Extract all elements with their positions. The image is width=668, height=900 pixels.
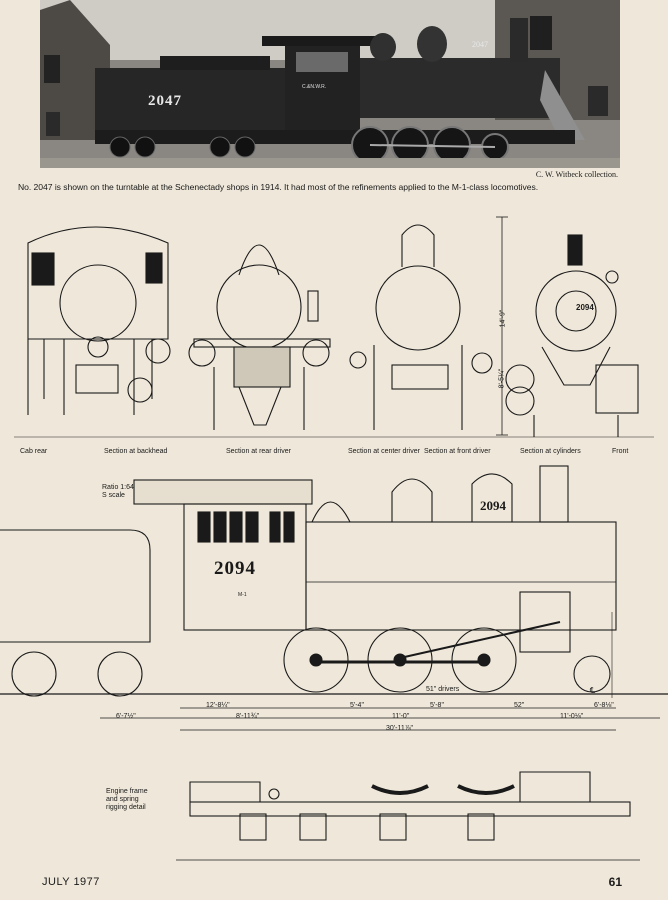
photo-caption: No. 2047 is shown on the turntable at th… [18,182,539,192]
dim-row2-d: 11'-0⅛" [560,713,584,720]
dim-row3-a: 30'-11⅞" [386,725,414,732]
tender-number: 2047 [148,93,182,109]
dim-row1-e: 6'-8⅛" [594,702,614,709]
road-name: C.&N.W.R. [302,84,327,90]
dim-row1-b: 5'-4" [350,702,364,709]
cab-number: 2047 [472,40,488,49]
smokebox-number: 2094 [576,303,594,312]
dim-row2-c: 11'-0" [392,713,410,720]
height-dim-center: 8'-5¼" [498,368,506,389]
scale-label: S scale [102,492,125,499]
section-drawings: 2094 14'-9" 8'-5¼" Cab rear Section at b… [14,215,654,465]
height-dim-total: 14'-9" [499,309,507,328]
label-backhead: Section at backhead [104,448,168,455]
label-cab-rear: Cab rear [20,448,48,455]
side-dome-number: 2094 [480,498,506,513]
photo-credit: C. W. Witbeck collection. [535,170,618,179]
detail-label-line: rigging detail [106,804,146,811]
locomotive-photo: 2047 2047 C.&N.W.R. [40,0,620,168]
front-drawing [505,234,639,437]
detail-label: Engine frame and spring rigging detail [106,788,148,812]
side-elevation: Ratio 1:64 S scale 2094 2094 M-1 51" dri… [0,462,668,737]
class-label: M-1 [238,592,247,598]
label-front: Front [612,448,629,455]
rear-driver-drawing [188,244,331,430]
label-front-driver: Section at front driver [424,448,491,455]
scale-note: Ratio 1:64 S scale [102,484,134,500]
label-center-driver: Section at center driver [348,448,420,455]
engine-frame-detail: Engine frame and spring rigging detail [0,742,668,867]
center-driver-drawing [349,224,493,430]
issue-date: JULY 1977 [42,876,100,888]
dim-row2-a: 6'-7½" [116,713,136,720]
detail-label-line: Engine frame [106,788,148,795]
cab-rear-drawing [27,226,171,415]
detail-label-line: and spring [106,796,139,803]
side-cab-number: 2094 [214,558,256,579]
dim-row2-b: 8'-11¾" [236,713,260,720]
label-cylinders: Section at cylinders [520,448,581,455]
dim-row1-a: 12'-8¼" [206,702,230,709]
dim-row1-d: 52" [514,702,525,709]
label-rear-driver: Section at rear driver [226,448,291,455]
page-number: 61 [608,875,622,889]
drivers-label: 51" drivers [426,686,460,693]
centerline-label: ℄ [590,686,596,695]
dim-row1-c: 5'-8" [430,702,444,709]
ratio-label: Ratio 1:64 [102,484,134,491]
